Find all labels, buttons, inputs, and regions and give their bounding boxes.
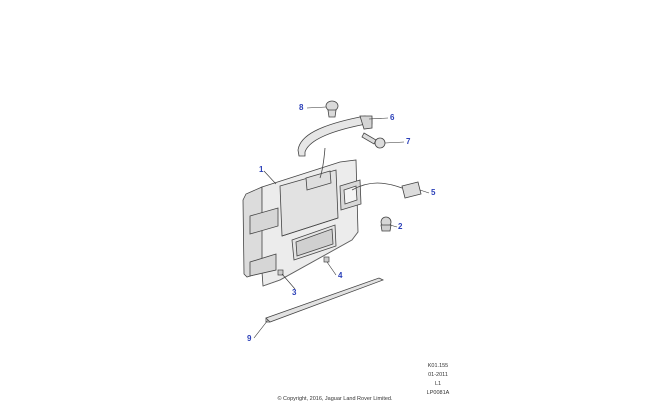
callout-7: 7 — [406, 137, 411, 146]
callout-4: 4 — [338, 271, 343, 280]
callout-9: 9 — [247, 334, 252, 343]
callout-1: 1 — [259, 165, 264, 174]
clip-4 — [323, 256, 330, 263]
cover-cap-5 — [401, 181, 422, 199]
callout-6: 6 — [390, 113, 395, 122]
callout-2: 2 — [398, 222, 403, 231]
screw-7 — [361, 132, 386, 149]
leader-lines — [253, 106, 430, 339]
fastener-2 — [380, 216, 392, 232]
ref-date: 01-2011 — [428, 372, 448, 378]
grab-handle — [297, 115, 373, 157]
release-cable-2 — [319, 147, 326, 179]
clip-3 — [277, 269, 284, 276]
ref-illustration-id: LP0081A — [426, 390, 450, 396]
callout-8: 8 — [299, 103, 304, 112]
ref-code: K01.155 — [427, 363, 449, 369]
push-clip — [325, 100, 339, 118]
copyright-notice: © Copyright, 2016, Jaguar Land Rover Lim… — [277, 396, 393, 402]
seal-strip — [265, 277, 385, 323]
ref-level: L1 — [434, 381, 442, 387]
release-cable — [351, 182, 403, 191]
callout-3: 3 — [292, 288, 297, 297]
trim-panel — [242, 159, 362, 287]
callout-5: 5 — [431, 188, 436, 197]
